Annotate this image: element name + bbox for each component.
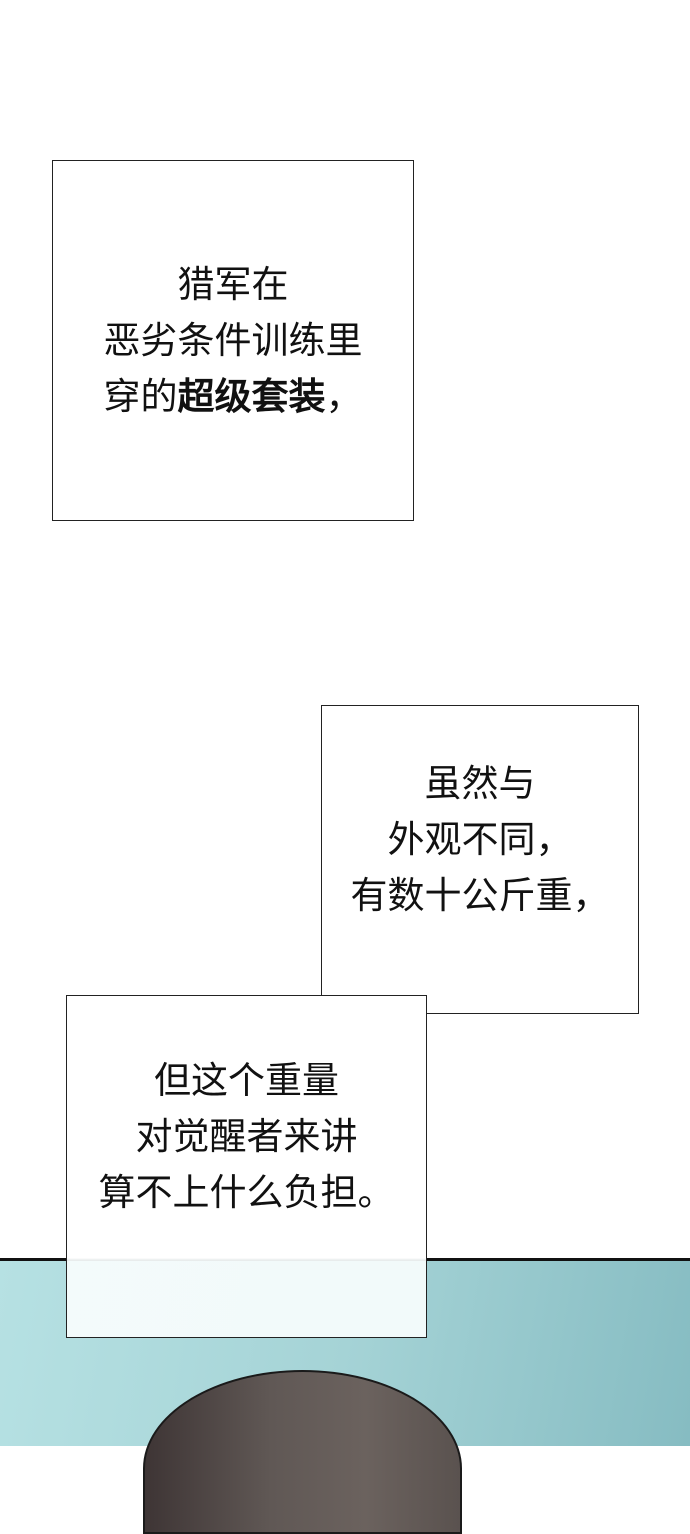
caption-line: 算不上什么负担。 bbox=[98, 1170, 395, 1214]
caption-line: 但这个重量 bbox=[154, 1058, 339, 1102]
caption-text: 穿的 bbox=[103, 374, 178, 418]
caption-emphasis: 超级套装 bbox=[177, 374, 326, 418]
caption-box-2: 虽然与 外观不同， 有数十公斤重， bbox=[321, 705, 639, 1014]
caption-box-1: 猎军在 恶劣条件训练里 穿的超级套装， bbox=[52, 160, 414, 521]
caption-line: 有数十公斤重， bbox=[350, 873, 610, 917]
caption-text: ， bbox=[325, 374, 363, 418]
caption-line: 外观不同， bbox=[387, 817, 573, 861]
caption-line: 虽然与 bbox=[424, 761, 536, 805]
caption-line: 猎军在 bbox=[177, 262, 289, 306]
caption-line: 对觉醒者来讲 bbox=[135, 1114, 358, 1158]
caption-box-3: 但这个重量 对觉醒者来讲 算不上什么负担。 bbox=[66, 995, 427, 1338]
caption-line: 恶劣条件训练里 bbox=[103, 318, 363, 362]
caption-line: 穿的超级套装， bbox=[104, 369, 363, 425]
